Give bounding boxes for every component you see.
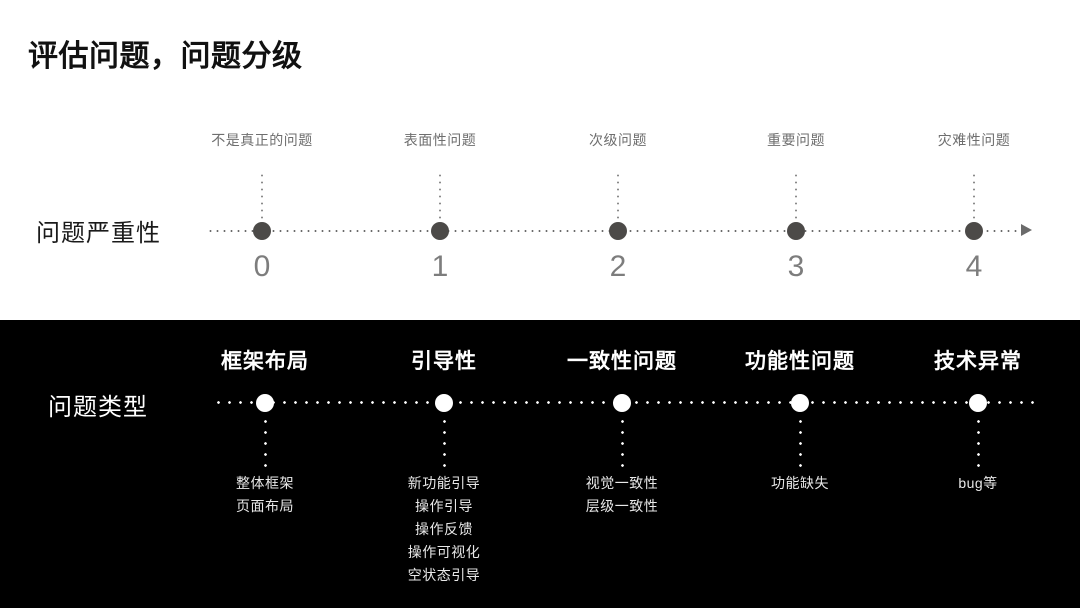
severity-node-stem [795,172,797,224]
severity-node-number: 3 [787,250,805,283]
page-title: 评估问题，问题分级 [28,40,303,73]
severity-node-caption: 表面性问题 [403,132,477,148]
severity-node-dot [431,222,449,240]
problem-type-heading: 框架布局 [221,350,309,373]
problem-type-stem [442,416,446,470]
problem-type-dot [256,394,274,412]
severity-node-caption: 灾难性问题 [937,132,1011,148]
problem-type-stem [620,416,624,470]
list-item: 空状态引导 [407,567,481,583]
problem-type-item-list: 功能缺失 [690,472,910,495]
problem-type-dot [969,394,987,412]
problem-type-heading: 功能性问题 [745,350,855,373]
problem-type-stem [798,416,802,470]
severity-node-number: 4 [965,250,983,283]
list-item: 操作引导 [415,498,473,514]
severity-node-stem [439,172,441,224]
list-item: 视觉一致性 [585,475,659,491]
problem-type-heading: 引导性 [411,350,477,373]
problem-type-heading: 一致性问题 [567,350,677,373]
list-item: 层级一致性 [585,498,659,514]
problem-type-item-list: 整体框架 页面布局 [155,472,375,518]
severity-node-dot [253,222,271,240]
problem-type-section: 问题类型 框架布局 整体框架 页面布局 引导性 新功能引导 操作引导 操作反馈 … [0,320,1080,608]
problem-type-item-list: 新功能引导 操作引导 操作反馈 操作可视化 空状态引导 [334,472,554,587]
problem-type-stem [263,416,267,470]
list-item: 整体框架 [236,475,294,491]
severity-node-caption: 不是真正的问题 [211,132,313,148]
severity-node-stem [261,172,263,224]
severity-node-stem [973,172,975,224]
severity-node-dot [609,222,627,240]
problem-type-stem [976,416,980,470]
severity-axis-label: 问题严重性 [36,220,161,247]
list-item: 操作可视化 [407,544,481,560]
problem-type-heading: 技术异常 [934,350,1022,373]
list-item: bug等 [958,475,998,491]
list-item: 操作反馈 [415,521,473,537]
severity-node-number: 1 [431,250,449,283]
problem-type-dot [791,394,809,412]
severity-section: 问题严重性 不是真正的问题 0 表面性问题 1 次级问题 2 重要问题 3 [36,132,1032,283]
severity-node-caption: 重要问题 [767,132,825,148]
problem-type-dot [435,394,453,412]
severity-node-stem [617,172,619,224]
severity-node-number: 0 [253,250,271,283]
list-item: 功能缺失 [771,475,829,491]
severity-node-number: 2 [609,250,627,283]
problem-type-axis-label: 问题类型 [48,394,148,421]
problem-type-dot [613,394,631,412]
severity-node-caption: 次级问题 [589,132,647,148]
problem-type-item-list: bug等 [868,472,1080,495]
arrow-right-icon [1021,224,1032,236]
severity-node-dot [965,222,983,240]
problem-type-item-list: 视觉一致性 层级一致性 [512,472,732,518]
list-item: 新功能引导 [407,475,481,491]
severity-node-dot [787,222,805,240]
list-item: 页面布局 [236,498,294,514]
